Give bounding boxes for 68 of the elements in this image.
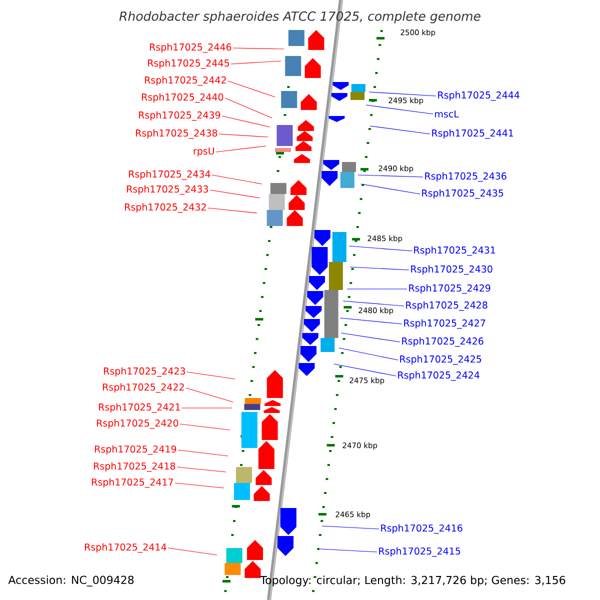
leader-line	[370, 126, 430, 134]
leader-line	[228, 80, 276, 98]
accession-text: Accession: NC_009428	[8, 576, 134, 586]
leader-line	[340, 318, 402, 324]
leader-line	[366, 104, 434, 114]
leader-line	[230, 60, 282, 64]
gene-label: Rsph17025_2417	[92, 478, 173, 488]
leader-line	[360, 184, 420, 194]
leader-line	[168, 548, 218, 556]
gene-label: Rsph17025_2419	[94, 445, 176, 455]
gene-label: Rsph17025_2434	[128, 170, 210, 180]
gene-label: Rsph17025_2415	[379, 547, 460, 557]
gene-label: Rsph17025_2425	[400, 355, 482, 365]
gene-label: Rsph17025_2418	[94, 462, 176, 472]
gene-label: Rsph17025_2421	[98, 403, 180, 413]
leader-line	[180, 424, 230, 430]
leader-line	[342, 300, 404, 306]
leader-line	[212, 174, 262, 184]
leader-line	[320, 548, 378, 552]
gene-label: Rsph17025_2420	[96, 419, 178, 429]
leader-line	[186, 372, 236, 380]
gene-label: Rsph17025_2423	[104, 367, 186, 377]
gene-label: Rsph17025_2444	[438, 91, 520, 101]
gene-label: Rsph17025_2436	[425, 172, 506, 182]
leader-line	[340, 332, 400, 342]
gene-label: Rsph17025_2438	[136, 129, 218, 139]
gene-label: Rsph17025_2427	[404, 319, 486, 329]
leader-line	[368, 92, 436, 96]
leader-line	[176, 466, 226, 472]
leader-line	[350, 266, 410, 270]
gene-label: Rsph17025_2431	[414, 246, 496, 256]
gene-label: Rsph17025_2429	[409, 284, 490, 294]
leader-line	[208, 208, 258, 214]
gene-label: Rsph17025_2422	[102, 383, 184, 393]
topology-text: Topology: circular; Length: 3,217,726 bp; Genes: 3,156	[260, 576, 566, 586]
gene-label: rpsU	[194, 148, 214, 156]
leader-line	[218, 134, 268, 138]
leader-line	[216, 146, 266, 152]
gene-label: Rsph17025_2426	[402, 337, 484, 347]
leader-line	[348, 246, 412, 252]
gene-label: Rsph17025_2445	[148, 59, 229, 69]
leader-line	[224, 98, 272, 118]
gene-label: mscL	[435, 110, 459, 118]
leader-line	[338, 348, 398, 360]
leader-line	[334, 364, 396, 376]
leader-line	[346, 288, 408, 290]
gene-label: Rsph17025_2414	[84, 543, 166, 553]
gene-label: Rsph17025_2435	[422, 189, 504, 199]
leader-line	[178, 450, 228, 456]
gene-label: Rsph17025_2424	[398, 371, 480, 381]
gene-label: Rsph17025_2440	[142, 93, 224, 103]
title: Rhodobacter sphaeroides ATCC 17025, complete genome	[119, 11, 480, 24]
gene-label: Rsph17025_2433	[126, 185, 208, 195]
leader-line	[174, 482, 224, 488]
gene-label: Rsph17025_2428	[406, 301, 488, 311]
gene-label: Rsph17025_2441	[432, 129, 514, 139]
gene-label: Rsph17025_2442	[144, 76, 226, 86]
leader-line	[186, 388, 234, 402]
leader-line	[210, 190, 260, 198]
gene-label: Rsph17025_2439	[138, 111, 220, 121]
gene-label: Rsph17025_2430	[411, 265, 492, 275]
gene-label: Rsph17025_2432	[124, 203, 206, 213]
leader-line	[358, 174, 424, 178]
leader-line	[322, 526, 380, 530]
gene-label: Rsph17025_2446	[150, 43, 232, 53]
leader-line	[222, 116, 270, 128]
gene-label: Rsph17025_2416	[381, 524, 462, 534]
leader-line	[232, 48, 284, 50]
